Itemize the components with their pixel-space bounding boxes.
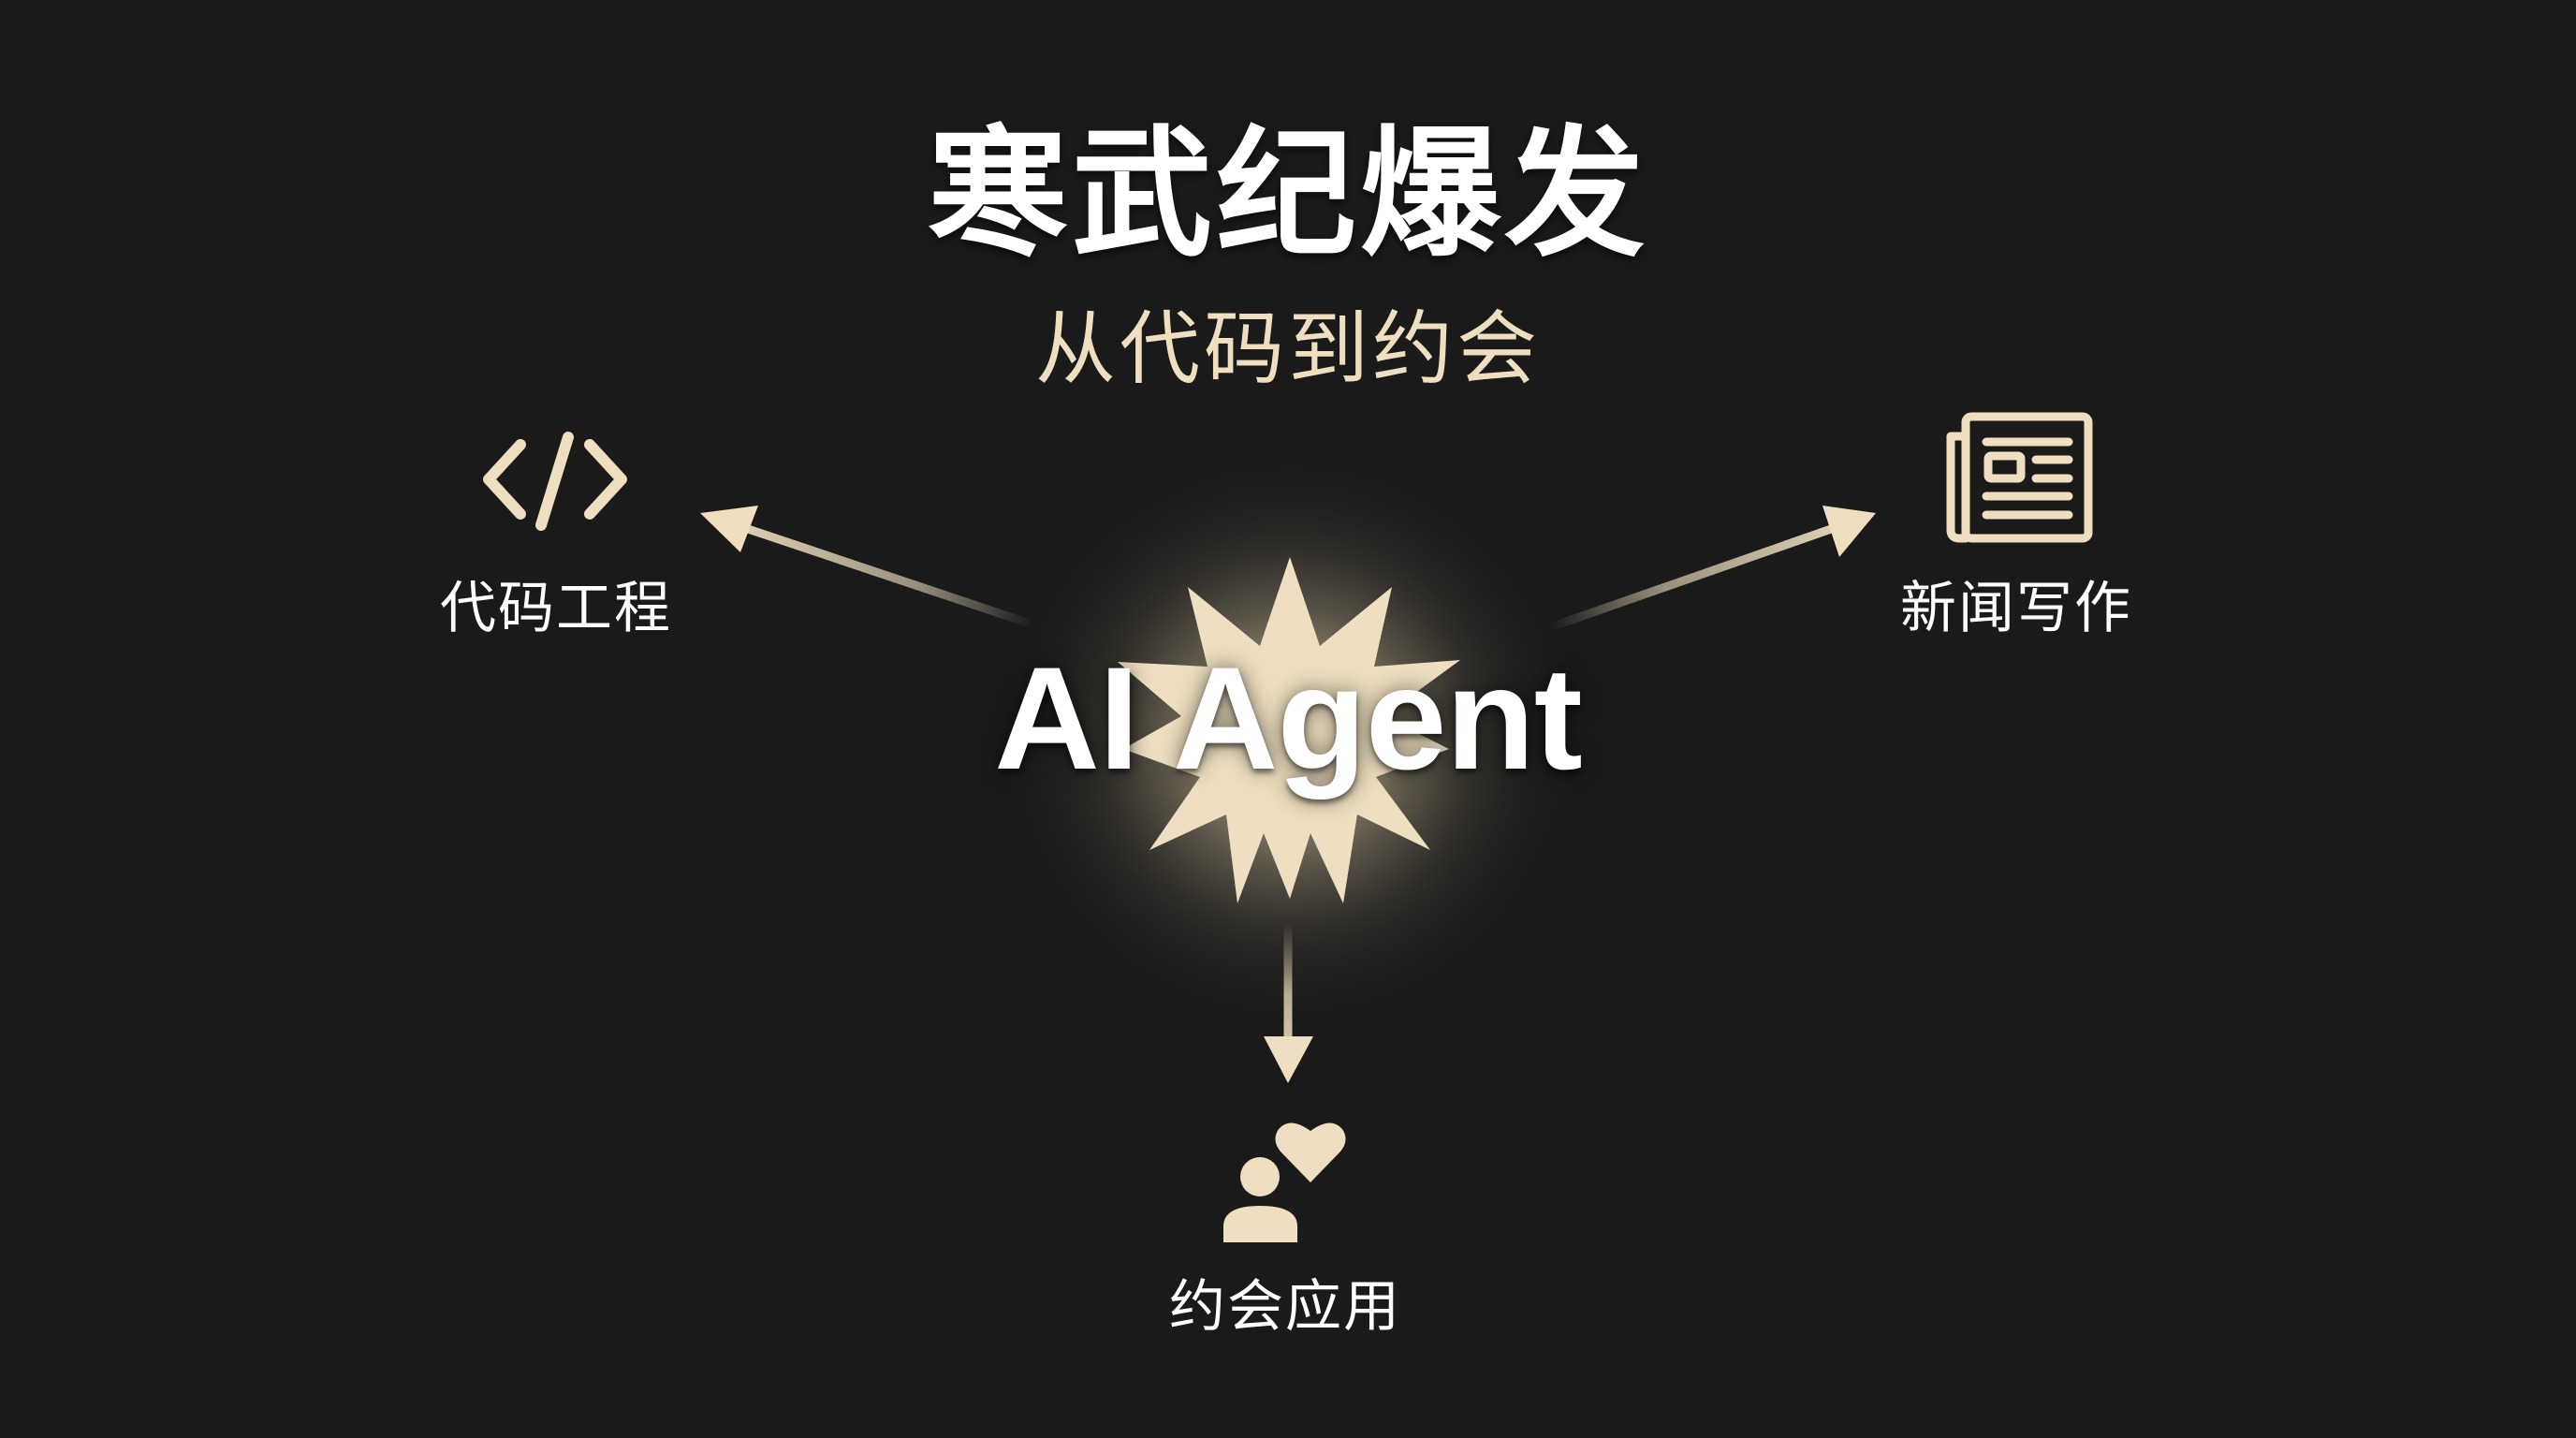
arrow-to-dating	[1264, 919, 1313, 1083]
dating-person-heart-icon	[1223, 1123, 1346, 1242]
code-icon	[483, 432, 627, 531]
branch-label-code: 代码工程	[440, 576, 672, 641]
center-label: AI Agent	[994, 638, 1583, 800]
newspaper-icon	[1946, 412, 2093, 543]
arrow-to-news	[1545, 506, 1876, 632]
starburst-icon	[1118, 557, 1460, 903]
branch-label-news: 新闻写作	[1900, 576, 2132, 641]
branch-label-dating: 约会应用	[1169, 1274, 1401, 1340]
page-subtitle: 从代码到约会	[1035, 302, 1541, 396]
arrow-to-code	[700, 506, 1037, 629]
page-title: 寒武纪爆发	[927, 113, 1648, 276]
